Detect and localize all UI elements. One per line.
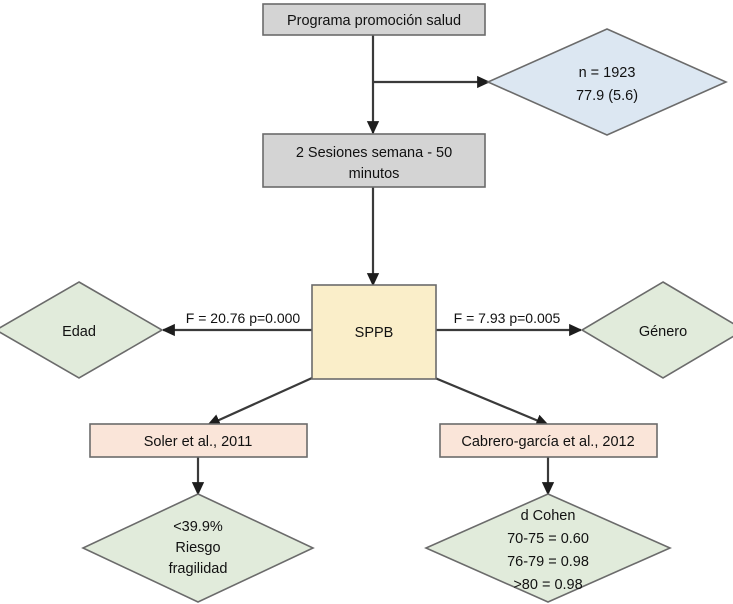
muestra-line1: n = 1923 [579,65,636,81]
programa-box[interactable] [262,3,486,36]
cohen-diamond[interactable] [424,493,672,603]
genero-label: Género [639,324,687,340]
sppb-box[interactable] [311,284,437,380]
node-genero[interactable]: Género [580,281,733,379]
soler-label: Soler et al., 2011 [144,434,253,450]
node-cabrero[interactable]: Cabrero-garcía et al., 2012 [439,423,658,458]
fragilidad-line2: Riesgo [175,540,220,556]
node-soler[interactable]: Soler et al., 2011 [89,423,308,458]
sesiones-line1: 2 Sesiones semana - 50 [296,145,452,161]
edge-label-right-stat: F = 7.93 p=0.005 [454,310,561,326]
edge-label-left-stat: F = 20.76 p=0.000 [186,310,301,326]
muestra-diamond[interactable] [486,28,728,136]
fragilidad-line1: <39.9% [173,519,223,535]
node-sppb[interactable]: SPPB [311,284,437,380]
node-sesiones[interactable]: 2 Sesiones semana - 50 minutos [262,133,486,188]
cohen-d-rest: Cohen [533,508,576,524]
connector-sppb-to-cabrero [434,376,550,427]
cohen-line3: 76-79 = 0.98 [507,554,589,570]
muestra-line2: 77.9 (5.6) [576,88,638,104]
edad-diamond[interactable] [0,281,164,379]
genero-diamond[interactable] [580,281,733,379]
cohen-line4: >80 = 0.98 [513,577,582,593]
sppb-label: SPPB [355,325,394,341]
sesiones-line2: minutos [349,166,400,182]
soler-box[interactable] [89,423,308,458]
sesiones-box[interactable] [262,133,486,188]
node-edad[interactable]: Edad [0,281,164,379]
edad-label: Edad [62,324,96,340]
connector-sppb-to-soler [206,376,313,427]
node-fragilidad[interactable]: <39.9% Riesgo fragilidad [81,493,315,603]
node-muestra[interactable]: n = 1923 77.9 (5.6) [486,28,728,136]
programa-label: Programa promoción salud [287,13,461,29]
fragilidad-diamond[interactable] [81,493,315,603]
cohen-line2: 70-75 = 0.60 [507,531,589,547]
node-programa-promocion-salud[interactable]: Programa promoción salud [262,3,486,36]
fragilidad-line3: fragilidad [169,561,228,577]
cohen-d-italic: d [521,508,529,524]
cabrero-label: Cabrero-garcía et al., 2012 [461,434,634,450]
cabrero-box[interactable] [439,423,658,458]
